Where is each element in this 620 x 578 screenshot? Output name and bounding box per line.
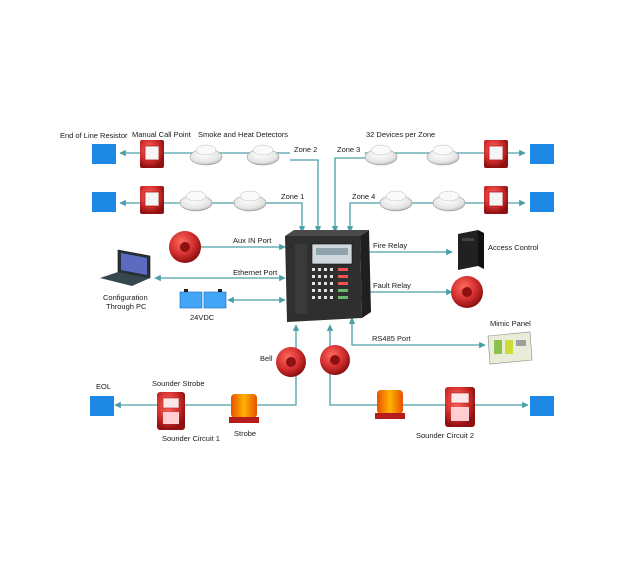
labels: End of Line Resistor Manual Call Point S… [60, 130, 539, 443]
heat-detector-icon [426, 144, 460, 166]
label-bell: Bell [260, 354, 273, 363]
aux-in-bell [169, 231, 201, 263]
battery-24vdc [179, 289, 227, 309]
label-zone4: Zone 4 [352, 192, 375, 201]
label-manual-call-point: Manual Call Point [132, 130, 192, 139]
label-zone2: Zone 2 [294, 145, 317, 154]
eol-box-bottom-right [530, 396, 554, 416]
sounder-strobe-2 [445, 387, 475, 427]
mimic-panel-icon [487, 331, 533, 365]
heat-detector-icon [246, 144, 280, 166]
fault-relay-bell [451, 276, 483, 308]
smoke-detectors [179, 144, 466, 212]
label-aux-in-port: Aux IN Port [233, 236, 272, 245]
label-devices-per-zone: 32 Devices per Zone [366, 130, 435, 139]
label-mimic-panel: Mimic Panel [490, 319, 531, 328]
zone3-line [331, 157, 365, 233]
label-ethernet-port: Ethernet Port [233, 268, 278, 277]
heat-detector-icon [432, 190, 466, 212]
label-eol: EOL [96, 382, 111, 391]
bell-sounder-2 [320, 345, 350, 375]
label-config-line2: Through PC [106, 302, 147, 311]
label-config-line1: Configuration [103, 293, 148, 302]
smoke-detector-icon [364, 144, 398, 166]
smoke-detector-icon [189, 144, 223, 166]
smoke-detector-icon [179, 190, 213, 212]
eol-box-top-left [92, 144, 116, 164]
label-zone1: Zone 1 [281, 192, 304, 201]
label-24vdc: 24VDC [190, 313, 215, 322]
zone1-line [270, 202, 306, 233]
eol-box-row2-right [530, 192, 554, 212]
zone4-line [346, 202, 380, 233]
strobe-amber-2 [375, 390, 405, 419]
label-end-of-line-resistor: End of Line Resistor [60, 131, 128, 140]
laptop-icon [100, 249, 151, 286]
label-sounder-circuit-1: Sounder Circuit 1 [162, 434, 220, 443]
fire-alarm-control-panel [285, 230, 371, 322]
rs485-line [348, 317, 486, 349]
bell-sounder-1 [276, 347, 306, 377]
label-zone3: Zone 3 [337, 145, 360, 154]
eol-box-bottom-left [90, 396, 114, 416]
label-access-control: Access Control [488, 243, 539, 252]
eol-box-row2-left [92, 192, 116, 212]
manual-call-point-4 [484, 186, 508, 214]
label-sounder-strobe: Sounder Strobe [152, 379, 205, 388]
smoke-detector-icon [379, 190, 413, 212]
access-control-icon [458, 230, 484, 270]
label-fire-relay: Fire Relay [373, 241, 407, 250]
bell-line [260, 375, 297, 406]
zone2-line [290, 159, 322, 233]
heat-detector-icon [233, 190, 267, 212]
eol-box-top-right [530, 144, 554, 164]
label-sounder-circuit-2: Sounder Circuit 2 [416, 431, 474, 440]
manual-call-point-3 [484, 140, 508, 168]
manual-call-point-1 [140, 140, 164, 168]
label-fault-relay: Fault Relay [373, 281, 411, 290]
strobe-amber-1 [229, 394, 259, 423]
eol-boxes [90, 144, 554, 416]
sounder-strobe-1 [157, 392, 185, 430]
manual-call-point-2 [140, 186, 164, 214]
label-smoke-heat-detectors: Smoke and Heat Detectors [198, 130, 288, 139]
label-rs485-port: RS485 Port [372, 334, 412, 343]
label-strobe: Strobe [234, 429, 256, 438]
sounder2-row-line [329, 375, 529, 409]
